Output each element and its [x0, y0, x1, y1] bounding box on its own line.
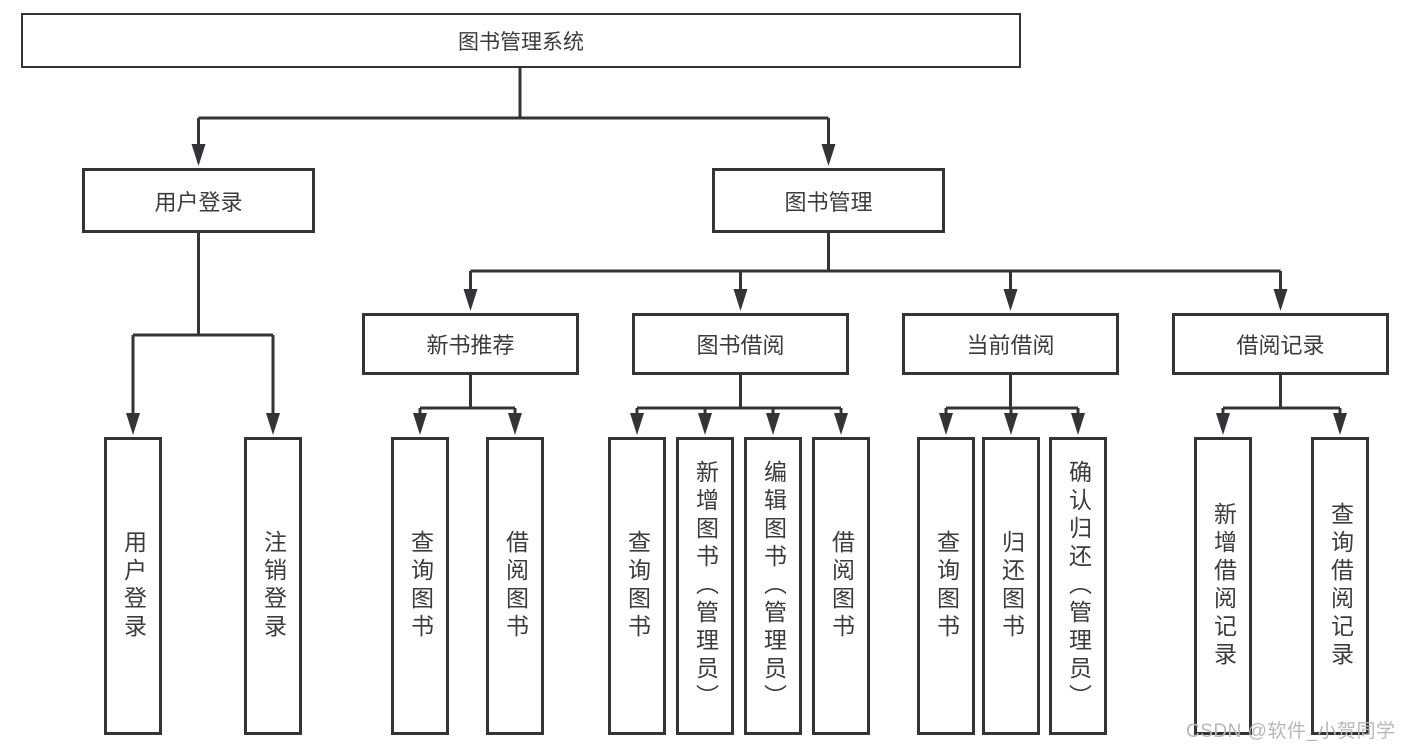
node-new-book-recommend: 新书推荐 — [362, 313, 579, 375]
leaf-confirm-return-admin: 确认归还（管理员） — [1049, 437, 1107, 735]
node-borrow-record: 借阅记录 — [1172, 313, 1389, 375]
leaf-label: 借阅图书 — [828, 530, 855, 642]
leaf-logout: 注销登录 — [244, 437, 302, 735]
node-user-login: 用户登录 — [82, 168, 315, 233]
leaf-query-books-3: 查询图书 — [917, 437, 975, 735]
leaf-label: 查询图书 — [933, 530, 960, 642]
leaf-label: 归还图书 — [998, 530, 1025, 642]
leaf-label: 查询图书 — [407, 530, 434, 642]
leaf-borrow-books-1: 借阅图书 — [486, 437, 544, 735]
leaf-label: 查询图书 — [624, 530, 651, 642]
node-borrow-record-label: 借阅记录 — [1236, 333, 1325, 358]
leaf-query-books-1: 查询图书 — [391, 437, 449, 735]
leaf-query-books-2: 查询图书 — [608, 437, 666, 735]
leaf-return-books: 归还图书 — [982, 437, 1040, 735]
leaf-edit-books-admin: 编辑图书（管理员） — [744, 437, 802, 735]
node-new-book-recommend-label: 新书推荐 — [426, 333, 515, 358]
leaf-borrow-books-2: 借阅图书 — [812, 437, 870, 735]
leaf-query-borrow-record: 查询借阅记录 — [1311, 437, 1369, 735]
node-book-borrow-label: 图书借阅 — [696, 333, 785, 358]
node-user-login-label: 用户登录 — [154, 189, 243, 215]
node-book-borrow: 图书借阅 — [632, 313, 849, 375]
leaf-label: 用户登录 — [120, 530, 147, 642]
node-book-management-label: 图书管理 — [784, 189, 873, 215]
node-root: 图书管理系统 — [21, 13, 1021, 68]
leaf-label: 查询借阅记录 — [1327, 502, 1354, 670]
leaf-label: 注销登录 — [260, 530, 287, 642]
leaf-user-login: 用户登录 — [104, 437, 162, 735]
leaf-add-books-admin: 新增图书（管理员） — [676, 437, 734, 735]
leaf-label: 借阅图书 — [502, 530, 529, 642]
leaf-label: 确认归还（管理员） — [1065, 460, 1092, 712]
leaf-label: 编辑图书（管理员） — [760, 460, 787, 712]
leaf-add-borrow-record: 新增借阅记录 — [1194, 437, 1252, 735]
csdn-watermark: CSDN @软件_小贺同学 — [1186, 721, 1396, 742]
node-current-borrow-label: 当前借阅 — [966, 333, 1055, 358]
node-book-management: 图书管理 — [712, 168, 945, 233]
leaf-label: 新增借阅记录 — [1210, 502, 1237, 670]
node-root-label: 图书管理系统 — [458, 30, 584, 54]
node-current-borrow: 当前借阅 — [902, 313, 1119, 375]
leaf-label: 新增图书（管理员） — [692, 460, 719, 712]
